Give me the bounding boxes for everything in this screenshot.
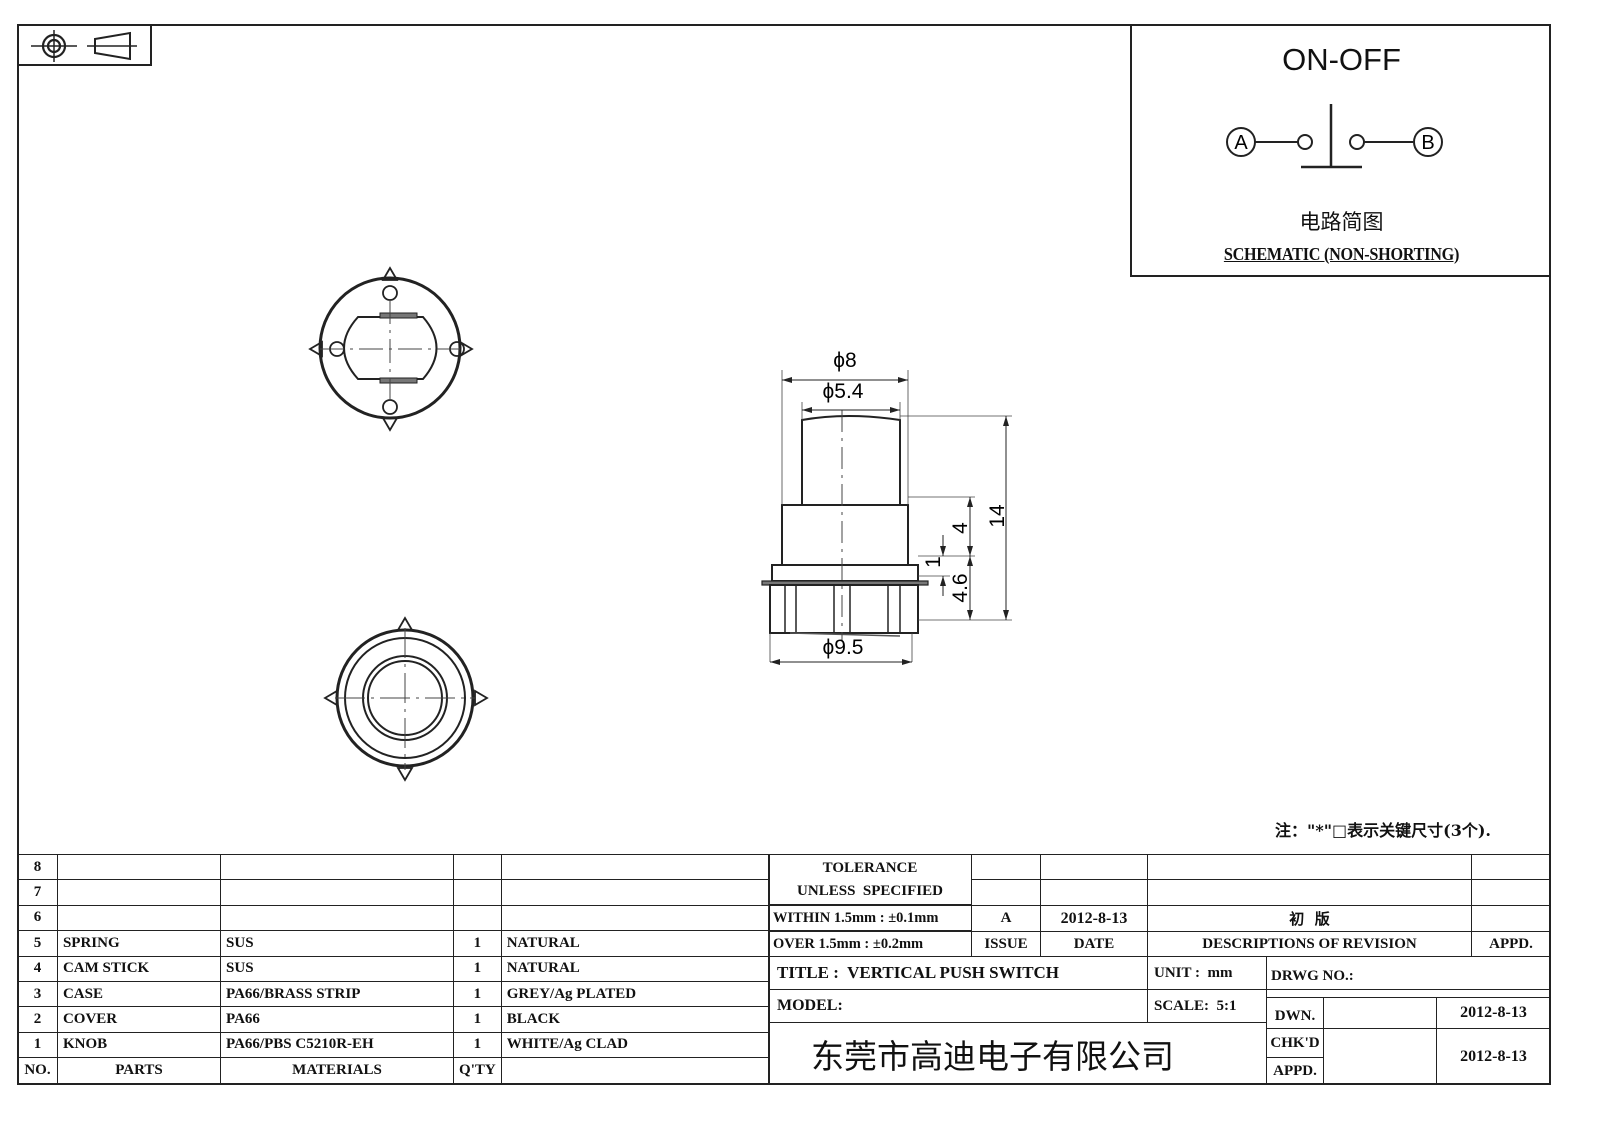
first-angle-projection-icon bbox=[31, 30, 137, 62]
projection-symbol-box bbox=[17, 24, 152, 66]
rev-header-date: DATE bbox=[1040, 931, 1148, 957]
scale-label: SCALE: 5:1 bbox=[1147, 989, 1267, 1023]
revision-approved bbox=[1471, 905, 1551, 932]
drawn-label: DWN. bbox=[1266, 997, 1324, 1029]
bottom-view-drawing bbox=[323, 616, 489, 782]
terminal-b-label: B bbox=[1421, 132, 1434, 154]
tolerance-header: TOLERANCE UNLESS SPECIFIED bbox=[768, 854, 972, 905]
terminal-a-label: A bbox=[1234, 132, 1248, 154]
bom-row: 8 bbox=[17, 853, 771, 881]
checked-label: CHK'D bbox=[1266, 1028, 1324, 1058]
model-label: MODEL: bbox=[768, 989, 1148, 1023]
key-dimension-note: 注："*"□表示关键尺寸(3个). bbox=[1275, 821, 1492, 840]
rev-header-approved: APPD. bbox=[1471, 931, 1551, 957]
switch-type-title: ON-OFF bbox=[1282, 42, 1401, 77]
dim-base-diameter: ϕ9.5 bbox=[823, 636, 864, 659]
dim-top-outer-diameter: ϕ8 bbox=[833, 349, 856, 372]
dim-upper-height: 4 bbox=[949, 522, 972, 534]
schematic-panel: ON-OFF A B 电路简图 SCHEMATIC (NON-SHORTING) bbox=[1130, 24, 1551, 277]
side-view-drawing: ϕ8 ϕ5.4 ϕ9.5 14 4 1 4.6 bbox=[761, 349, 1012, 665]
drawing-number: DRWG NO.: bbox=[1266, 956, 1551, 990]
revision-date: 2012-8-13 bbox=[1040, 905, 1148, 932]
bom-row: 7 bbox=[17, 879, 771, 906]
drawing-title: TITLE : VERTICAL PUSH SWITCH bbox=[768, 956, 1148, 990]
on-off-switch-symbol-icon: A B bbox=[1226, 104, 1443, 169]
dim-base-height: 4.6 bbox=[949, 573, 972, 602]
rev-header-issue: ISSUE bbox=[971, 931, 1041, 957]
revision-description: 初 版 bbox=[1147, 905, 1472, 932]
unit-label: UNIT : mm bbox=[1147, 956, 1267, 990]
top-view-drawing bbox=[308, 266, 474, 432]
bom-row: 6 bbox=[17, 904, 771, 932]
drawn-date: 2012-8-13 bbox=[1436, 997, 1551, 1029]
dim-total-height: 14 bbox=[986, 504, 1009, 528]
title-block: TOLERANCE UNLESS SPECIFIED WITHIN 1.5mm … bbox=[768, 854, 1551, 1085]
checked-date: 2012-8-13 bbox=[1436, 1028, 1551, 1085]
approved-label: APPD. bbox=[1266, 1057, 1324, 1085]
revision-issue: A bbox=[971, 905, 1041, 932]
tolerance-over: OVER 1.5mm : ±0.2mm bbox=[768, 931, 972, 957]
dim-flange-thickness: 1 bbox=[922, 556, 945, 568]
company-name: 东莞市高迪电子有限公司 bbox=[768, 1022, 1267, 1085]
dim-top-inner-diameter: ϕ5.4 bbox=[823, 380, 864, 403]
rev-header-description: DESCRIPTIONS OF REVISION bbox=[1147, 931, 1472, 957]
tolerance-within: WITHIN 1.5mm : ±0.1mm bbox=[768, 905, 972, 931]
schematic-label-en: SCHEMATIC (NON-SHORTING) bbox=[1223, 244, 1460, 264]
schematic-label-cn: 电路简图 bbox=[1299, 210, 1384, 234]
